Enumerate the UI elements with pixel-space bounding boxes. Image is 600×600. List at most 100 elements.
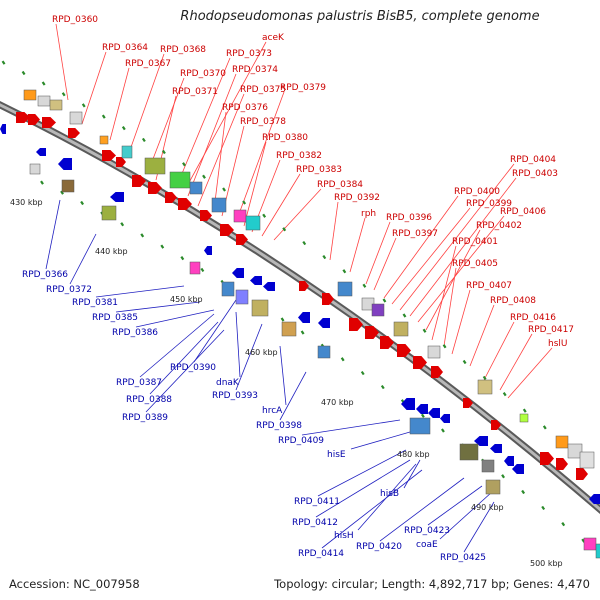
gene-feature-box[interactable] [555, 435, 569, 449]
gene-feature-box[interactable] [393, 321, 409, 337]
gene-feature-box[interactable] [61, 179, 75, 193]
gene-reverse-arrow[interactable] [512, 464, 524, 474]
reverse-gene-label[interactable]: RPD_0398 [256, 421, 302, 431]
gene-reverse-arrow[interactable] [204, 246, 212, 255]
reverse-gene-label[interactable]: RPD_0409 [278, 436, 324, 446]
gene-forward-arrow[interactable] [165, 192, 177, 203]
forward-gene-label[interactable]: RPD_0407 [466, 281, 512, 291]
forward-gene-label[interactable]: RPD_0364 [102, 43, 148, 53]
forward-gene-label[interactable]: RPD_0399 [466, 199, 512, 209]
gene-feature-box[interactable] [245, 215, 261, 231]
forward-gene-label[interactable]: RPD_0382 [276, 151, 322, 161]
gene-forward-arrow[interactable] [365, 326, 379, 339]
gene-feature-box[interactable] [317, 345, 331, 359]
gene-forward-arrow[interactable] [200, 210, 212, 221]
gene-feature-box[interactable] [49, 99, 63, 111]
gene-feature-box[interactable] [189, 181, 203, 195]
gene-forward-arrow[interactable] [102, 150, 116, 161]
reverse-gene-label[interactable]: hrcA [262, 406, 283, 416]
gene-reverse-arrow[interactable] [416, 404, 428, 414]
gene-forward-arrow[interactable] [380, 336, 394, 349]
forward-gene-label[interactable]: RPD_0404 [510, 155, 556, 165]
forward-gene-label[interactable]: RPD_0406 [500, 207, 546, 217]
reverse-gene-label[interactable]: RPD_0388 [126, 395, 172, 405]
reverse-gene-label[interactable]: RPD_0420 [356, 542, 402, 552]
gene-feature-box[interactable] [567, 443, 583, 459]
gene-forward-arrow[interactable] [349, 318, 363, 331]
forward-gene-label[interactable]: RPD_0375 [240, 85, 286, 95]
forward-gene-label[interactable]: RPD_0380 [262, 133, 308, 143]
forward-gene-label[interactable]: aceK [262, 33, 285, 43]
forward-gene-label[interactable]: RPD_0376 [222, 103, 268, 113]
gene-forward-arrow[interactable] [68, 128, 80, 138]
gene-reverse-arrow[interactable] [298, 312, 310, 323]
gene-feature-box[interactable] [583, 537, 597, 551]
gene-forward-arrow[interactable] [116, 157, 126, 167]
gene-forward-arrow[interactable] [540, 452, 554, 465]
forward-gene-label[interactable]: RPD_0396 [386, 213, 432, 223]
reverse-gene-label[interactable]: RPD_0412 [292, 518, 338, 528]
forward-gene-label[interactable]: RPD_0392 [334, 193, 380, 203]
reverse-gene-label[interactable]: RPD_0393 [212, 391, 258, 401]
forward-gene-label[interactable]: RPD_0405 [452, 259, 498, 269]
gene-forward-arrow[interactable] [220, 224, 234, 236]
gene-forward-arrow[interactable] [178, 198, 192, 210]
forward-gene-label[interactable]: RPD_0384 [317, 180, 363, 190]
gene-feature-box[interactable] [233, 209, 247, 223]
gene-reverse-arrow[interactable] [589, 494, 600, 504]
gene-feature-box[interactable] [595, 543, 600, 559]
reverse-gene-label[interactable]: RPD_0425 [440, 553, 486, 563]
gene-feature-box[interactable] [189, 261, 201, 275]
forward-gene-label[interactable]: RPD_0371 [172, 87, 218, 97]
gene-feature-box[interactable] [481, 459, 495, 473]
gene-feature-box[interactable] [251, 299, 269, 317]
gene-feature-box[interactable] [409, 417, 431, 435]
forward-gene-label[interactable]: RPD_0417 [528, 325, 574, 335]
forward-gene-label[interactable]: RPD_0402 [476, 221, 522, 231]
forward-gene-label[interactable]: RPD_0403 [512, 169, 558, 179]
gene-forward-arrow[interactable] [132, 175, 146, 187]
gene-forward-arrow[interactable] [236, 234, 248, 245]
gene-forward-arrow[interactable] [463, 398, 473, 408]
reverse-gene-label[interactable]: RPD_0390 [170, 363, 216, 373]
gene-feature-box[interactable] [427, 345, 441, 359]
gene-reverse-arrow[interactable] [428, 408, 440, 418]
forward-gene-label[interactable]: RPD_0374 [232, 65, 278, 75]
gene-forward-arrow[interactable] [299, 281, 309, 291]
gene-forward-arrow[interactable] [28, 114, 40, 125]
gene-forward-arrow[interactable] [491, 420, 501, 430]
reverse-gene-label[interactable]: RPD_0386 [112, 328, 158, 338]
gene-forward-arrow[interactable] [431, 366, 443, 378]
gene-reverse-arrow[interactable] [0, 124, 6, 134]
forward-gene-label[interactable]: hslU [548, 339, 567, 349]
gene-reverse-arrow[interactable] [474, 436, 488, 446]
gene-feature-box[interactable] [29, 163, 41, 175]
reverse-gene-label[interactable]: RPD_0387 [116, 378, 162, 388]
gene-reverse-arrow[interactable] [250, 276, 262, 285]
gene-feature-box[interactable] [579, 451, 595, 469]
reverse-gene-label[interactable]: coaE [416, 540, 438, 550]
gene-reverse-arrow[interactable] [401, 398, 415, 410]
gene-feature-box[interactable] [169, 171, 191, 189]
gene-feature-box[interactable] [101, 205, 117, 221]
gene-reverse-arrow[interactable] [232, 268, 244, 278]
gene-feature-box[interactable] [121, 145, 133, 159]
gene-forward-arrow[interactable] [397, 344, 411, 357]
gene-feature-box[interactable] [37, 95, 51, 107]
gene-feature-box[interactable] [477, 379, 493, 395]
gene-reverse-arrow[interactable] [440, 414, 450, 423]
forward-gene-label[interactable]: RPD_0378 [240, 117, 286, 127]
gene-forward-arrow[interactable] [42, 117, 56, 128]
gene-feature-box[interactable] [235, 289, 249, 305]
reverse-gene-label[interactable]: hisB [380, 489, 399, 499]
forward-gene-label[interactable]: RPD_0416 [510, 313, 556, 323]
reverse-gene-label[interactable]: RPD_0389 [122, 413, 168, 423]
gene-reverse-arrow[interactable] [318, 318, 330, 328]
forward-gene-label[interactable]: RPD_0370 [180, 69, 226, 79]
reverse-gene-label[interactable]: RPD_0381 [72, 298, 118, 308]
forward-gene-label[interactable]: RPD_0401 [452, 237, 498, 247]
gene-reverse-arrow[interactable] [58, 158, 72, 170]
gene-feature-box[interactable] [337, 281, 353, 297]
forward-gene-label[interactable]: RPD_0373 [226, 49, 272, 59]
reverse-gene-label[interactable]: hisE [327, 450, 346, 460]
